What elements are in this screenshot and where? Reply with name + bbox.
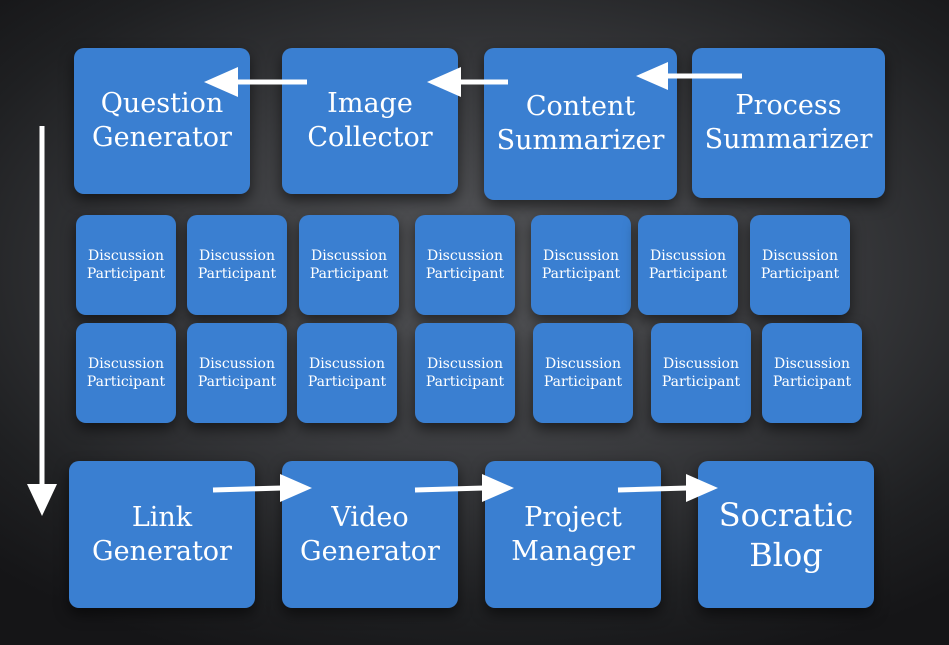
arrow-down-to-link (27, 126, 57, 516)
